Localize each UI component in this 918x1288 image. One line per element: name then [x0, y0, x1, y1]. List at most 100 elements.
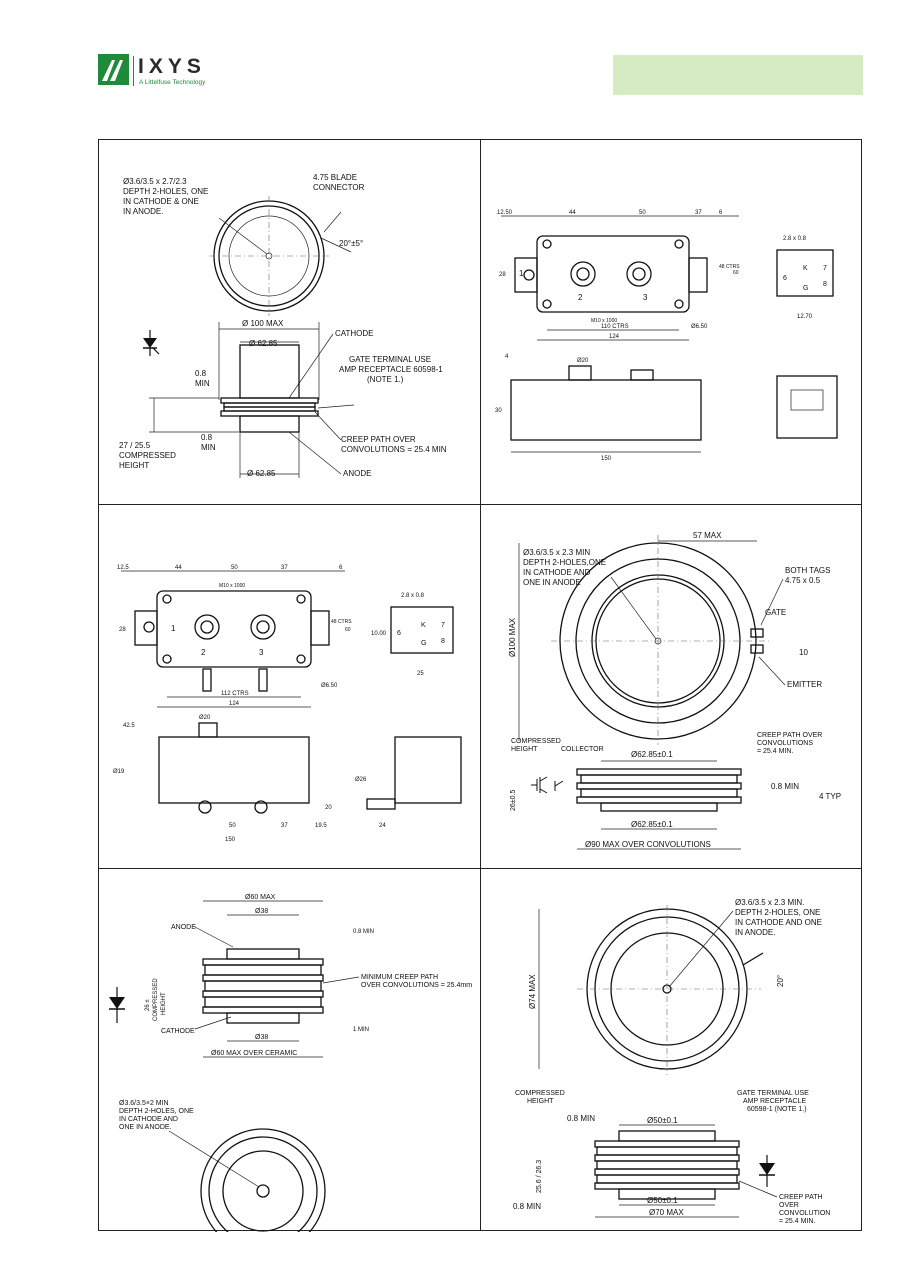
p3-hole: Ø6.50 [321, 683, 338, 689]
p2-right-dim1: 48 CTRS [719, 264, 740, 270]
p2-side-8: 8 [823, 281, 827, 288]
p6-creep-4: = 25.4 MIN. [779, 1218, 815, 1225]
p4-creep-1: CREEP PATH OVER [757, 732, 822, 739]
p5-height-2: COMPRESSED [153, 978, 159, 1021]
p3-term-2: 2 [201, 648, 206, 657]
p3-side-8: 8 [441, 638, 445, 645]
p2-screw: M10 x 1000 [591, 318, 617, 324]
p2-overall: 124 [609, 334, 620, 340]
p3-elev-7: 150 [225, 837, 236, 843]
p1-height-2: COMPRESSED [119, 451, 176, 460]
p2-dim-2: 44 [569, 210, 576, 216]
p6-gate-note-1: GATE TERMINAL USE [737, 1090, 809, 1097]
p1-hole-note-1: Ø3.6/3.5 x 2.7/2.3 [123, 177, 187, 186]
p4-collector: COLLECTOR [561, 746, 604, 753]
p3-elev-3: Ø19 [113, 769, 125, 775]
p1-thyristor-symbol-icon [143, 330, 160, 356]
p3-dim-4: 37 [281, 565, 288, 571]
p3-side-dim: 2.8 x 0.8 [401, 593, 425, 599]
ixys-logo: IXYS A Littelfuse Technology [98, 54, 218, 90]
p5-cathode: CATHODE [161, 1028, 195, 1035]
p4-emitter: EMITTER [787, 680, 822, 689]
p4-dia-bottom: Ø62.85±0.1 [631, 820, 673, 829]
p4-min: 0.8 MIN [771, 782, 799, 791]
p6-hole-note-3: IN CATHODE AND ONE [735, 918, 822, 927]
p2-hole: Ø6.50 [691, 324, 708, 330]
p1-min-top-2: MIN [195, 379, 210, 388]
p2-elev-dia: Ø20 [577, 358, 589, 364]
p1-hole-note-2: DEPTH 2-HOLES, ONE [123, 187, 208, 196]
p1-dia-top: Ø 62.85 [249, 339, 278, 348]
p3-elev-10: Ø26 [355, 777, 367, 783]
p3-side-7: 7 [441, 622, 445, 629]
panel-module-3: 12.5 44 50 37 6 1 2 3 28 M10 x 1000 48 C… [99, 505, 480, 868]
logo-text: IXYS [138, 55, 206, 78]
p1-blade-2: CONNECTOR [313, 183, 365, 192]
p2-term-3: 3 [643, 293, 648, 302]
p4-hole-note-2: DEPTH 2-HOLES,ONE [523, 558, 606, 567]
p4-hole-note-4: ONE IN ANODE [523, 578, 581, 587]
p5-creep-1: MINIMUM CREEP PATH [361, 974, 438, 981]
p6-gate-note-2: AMP RECEPTACLE [743, 1098, 806, 1105]
p3-elev-5: 37 [281, 823, 288, 829]
p6-creep-3: CONVOLUTION [779, 1210, 830, 1217]
p2-dim-5: 6 [719, 210, 723, 216]
p4-dia-conv: Ø90 MAX OVER CONVOLUTIONS [585, 840, 711, 849]
logo-separator [133, 56, 134, 86]
p6-dia-outer: Ø70 MAX [649, 1208, 684, 1217]
p3-side-k: K [421, 622, 426, 629]
p5-hole-note-4: ONE IN ANODE. [119, 1124, 172, 1131]
p6-dia-max: Ø74 MAX [528, 974, 537, 1009]
p4-hole-note-1: Ø3.6/3.5 x 2.3 MIN [523, 548, 590, 557]
panel-press-pack-igbt: 57 MAX Ø100 MAX Ø3.6/3.5 x 2.3 MIN DEPTH… [481, 505, 863, 868]
p1-gate-note-2: AMP RECEPTACLE 60598-1 [339, 365, 443, 374]
p1-angle: 20°±5° [339, 239, 363, 248]
p3-right-dim1: 48 CTRS [331, 619, 352, 625]
p4-height-1: COMPRESSED [511, 738, 561, 745]
p3-elev-2: Ø20 [199, 715, 211, 721]
p6-angle: 20° [776, 975, 785, 987]
p6-gate-note-3: 60598-1 (NOTE 1.) [747, 1106, 807, 1113]
p2-ctrs: 110 CTRS [601, 324, 629, 330]
p3-left-dim: 28 [119, 627, 126, 633]
grid-row-divider-2 [99, 868, 861, 869]
p6-height-1: COMPRESSED [515, 1090, 565, 1097]
p1-blade-1: 4.75 BLADE [313, 173, 357, 182]
p3-elev-6: 20 [325, 805, 332, 811]
p3-side-g: G [421, 640, 426, 647]
p5-hole-note-1: Ø3.6/3.5×2 MIN [119, 1100, 169, 1107]
p3-side-w2: 25 [417, 671, 424, 677]
p4-side: 26±0.5 [510, 790, 517, 811]
p6-hole-note-4: IN ANODE. [735, 928, 775, 937]
panel-module-2: 12.50 44 50 37 6 1 2 3 28 48 CTRS 60 M10… [481, 140, 863, 504]
p1-creep-1: CREEP PATH OVER [341, 435, 416, 444]
p1-height-1: 27 / 25.5 [119, 441, 151, 450]
panel-disc-thyristor-60: Ø60 MAX Ø38 ANODE 0.8 MIN 26 ± COMPRESSE… [99, 869, 480, 1232]
panel-disc-thyristor-100: Ø3.6/3.5 x 2.7/2.3 DEPTH 2-HOLES, ONE IN… [99, 140, 480, 504]
p2-term-1: 1 [519, 269, 524, 278]
p2-side-6: 6 [783, 275, 787, 282]
p4-ten: 10 [799, 648, 808, 657]
p4-dia-top: Ø62.85±0.1 [631, 750, 673, 759]
p6-dia-bottom: Ø50±0.1 [647, 1196, 678, 1205]
p3-dim-5: 6 [339, 565, 343, 571]
p6-min-top: 0.8 MIN [567, 1114, 595, 1123]
p1-hole-note-4: IN ANODE. [123, 207, 163, 216]
p3-elev-4: 50 [229, 823, 236, 829]
p3-dim-2: 44 [175, 565, 182, 571]
p1-dia-bottom: Ø 62.85 [247, 469, 276, 478]
p6-creep-2: OVER [779, 1202, 799, 1209]
p2-term-2: 2 [578, 293, 583, 302]
p4-height-2: HEIGHT [511, 746, 538, 753]
p6-creep-1: CREEP PATH [779, 1194, 823, 1201]
p2-elev-h: 30 [495, 408, 502, 414]
p1-dia-max: Ø 100 MAX [242, 319, 284, 328]
p1-gate-note-3: (NOTE 1.) [367, 375, 404, 384]
p2-side-7: 7 [823, 265, 827, 272]
p5-thyristor-symbol-icon [109, 987, 125, 1023]
p2-side-g: G [803, 285, 808, 292]
p4-dia-max: Ø100 MAX [508, 617, 517, 657]
logo-mark-icon [98, 54, 129, 85]
grid-vertical-divider [480, 140, 481, 1230]
p3-side-w1: 10.00 [371, 631, 387, 637]
